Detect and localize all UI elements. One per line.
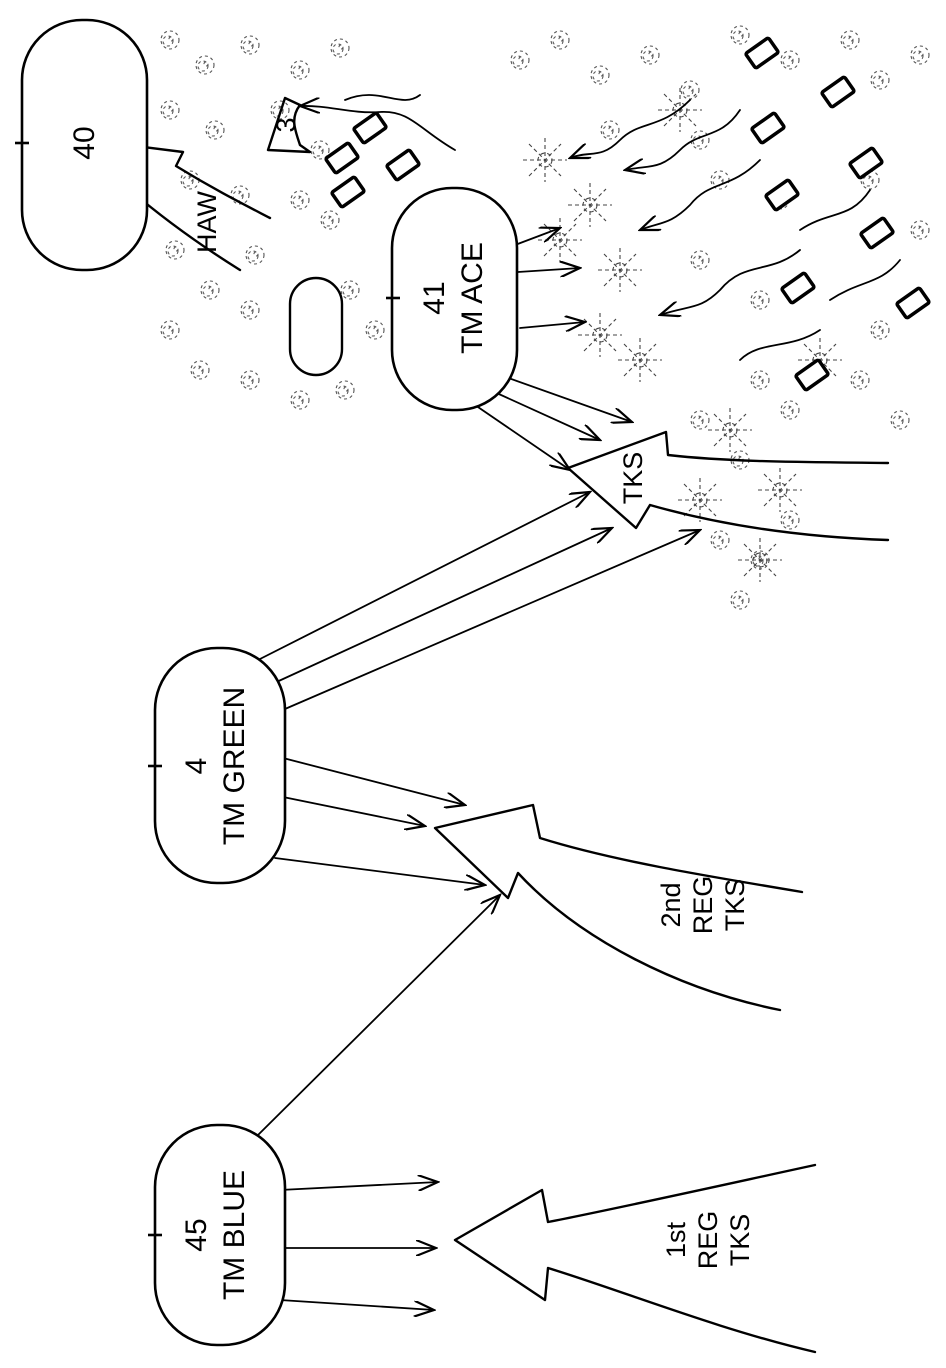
svg-text:3: 3: [271, 117, 301, 132]
svg-text:1st: 1st: [661, 1221, 691, 1258]
unit-number: 45: [180, 1218, 213, 1251]
shell-bursts: [523, 88, 842, 582]
label-1st-reg-tks: 1st REG TKS: [661, 1211, 755, 1270]
label-three: 3: [271, 117, 301, 132]
unit-tm-green: [148, 648, 285, 883]
svg-text:2nd: 2nd: [656, 882, 686, 927]
svg-text:TKS: TKS: [725, 1214, 755, 1267]
unit-number: 4: [180, 758, 213, 775]
svg-text:REG: REG: [693, 1211, 723, 1270]
unit-number: 40: [68, 126, 101, 159]
unit-tm-ace: [386, 188, 517, 410]
small-unit-marker: [290, 278, 342, 375]
svg-text:REG: REG: [688, 876, 718, 935]
label-haw: HAW: [192, 190, 222, 253]
label-tks: TKS: [618, 452, 648, 505]
unit-name: TM BLUE: [218, 1170, 251, 1300]
label-unit-40: 40: [68, 126, 101, 159]
label-2nd-reg-tks: 2nd REG TKS: [656, 876, 750, 935]
svg-text:HAW: HAW: [192, 190, 222, 253]
svg-text:TKS: TKS: [618, 452, 648, 505]
unit-name: TM ACE: [456, 242, 489, 354]
svg-text:TKS: TKS: [720, 879, 750, 932]
unit-name: TM GREEN: [218, 687, 251, 845]
unit-tm-blue: [148, 1125, 285, 1345]
smoke-field: [161, 26, 929, 609]
unit-number: 41: [418, 281, 451, 314]
